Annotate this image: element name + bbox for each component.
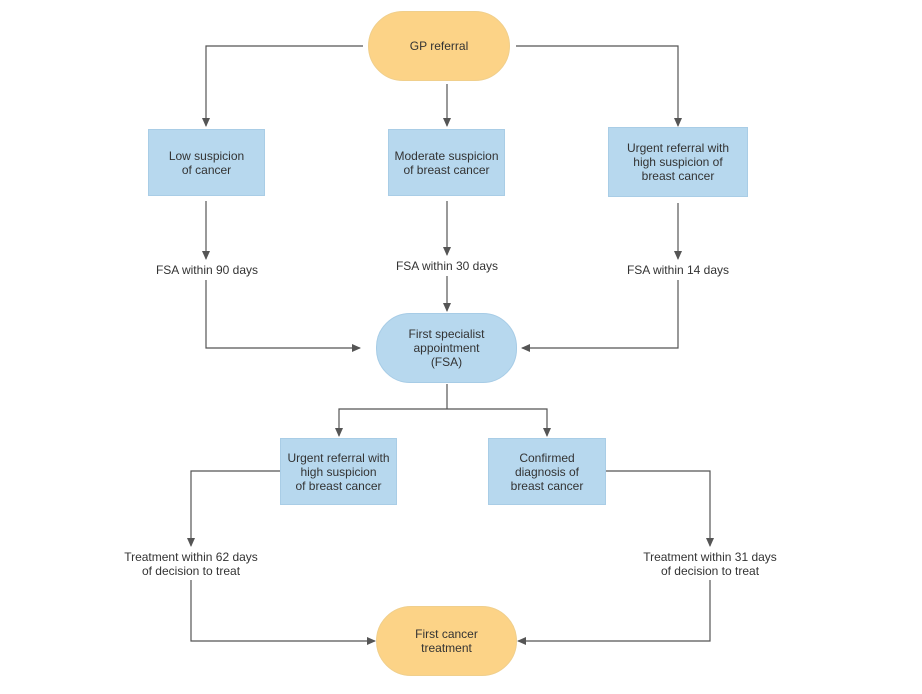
edge-confirmed-to-label31 (606, 470, 714, 547)
node-urgent-referral-bottom: Urgent referral with high suspicion of b… (280, 438, 397, 505)
node-moderate-suspicion: Moderate suspicion of breast cancer (388, 129, 505, 196)
edge-urgent-bottom-to-label62 (187, 470, 280, 547)
label-treatment-within-31-days: Treatment within 31 days of decision to … (628, 550, 792, 578)
edge-fsa-to-confirmed (447, 408, 551, 437)
edge-gp-to-low (202, 45, 363, 127)
label-fsa-within-30-days: FSA within 30 days (386, 259, 508, 273)
node-first-specialist-appointment: First specialist appointment (FSA) (376, 313, 517, 383)
node-urgent-referral-top: Urgent referral with high suspicion of b… (608, 127, 748, 197)
node-first-cancer-treatment: First cancer treatment (376, 606, 517, 676)
node-gp-referral: GP referral (368, 11, 510, 81)
node-low-suspicion: Low suspicion of cancer (148, 129, 265, 196)
edge-label62-to-treatment (190, 580, 376, 645)
edge-label31-to-treatment (517, 580, 711, 645)
edge-label90-to-fsa (205, 280, 361, 352)
edge-label14-to-fsa (521, 280, 679, 352)
edge-gp-to-urgent (516, 45, 682, 127)
node-confirmed-diagnosis: Confirmed diagnosis of breast cancer (488, 438, 606, 505)
label-fsa-within-14-days: FSA within 14 days (617, 263, 739, 277)
label-treatment-within-62-days: Treatment within 62 days of decision to … (110, 550, 272, 578)
label-fsa-within-90-days: FSA within 90 days (146, 263, 268, 277)
edge-fsa-to-urgent-bottom (335, 408, 447, 437)
